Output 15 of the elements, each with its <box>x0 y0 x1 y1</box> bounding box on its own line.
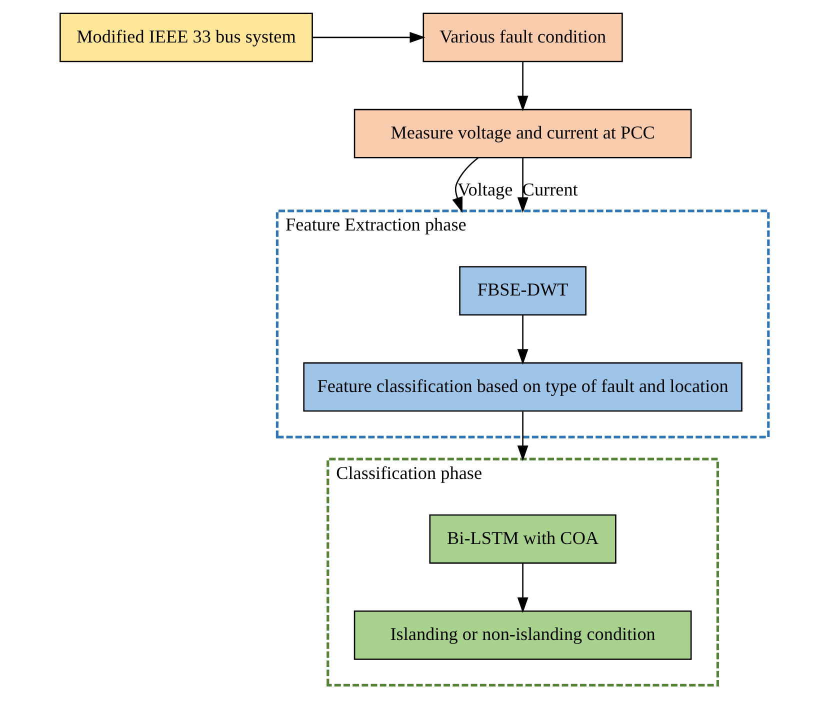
arrow <box>517 315 528 365</box>
arrow <box>452 157 479 213</box>
node-box: Islanding or non-islanding condition <box>354 610 692 660</box>
node-box: Various fault condition <box>422 12 623 62</box>
node-box: FBSE-DWT <box>459 266 586 316</box>
arrow <box>312 32 426 43</box>
arrow <box>517 158 528 213</box>
arrow <box>517 412 528 462</box>
node-box: Measure voltage and current at PCC <box>354 108 692 158</box>
node-box: Bi-LSTM with COA <box>429 514 616 564</box>
node-box: Feature classification based on type of fault and location <box>303 362 742 412</box>
edge-label: Voltage <box>458 180 513 200</box>
arrow <box>517 62 528 112</box>
node-box: Modified IEEE 33 bus system <box>60 12 313 62</box>
arrow <box>517 563 528 613</box>
